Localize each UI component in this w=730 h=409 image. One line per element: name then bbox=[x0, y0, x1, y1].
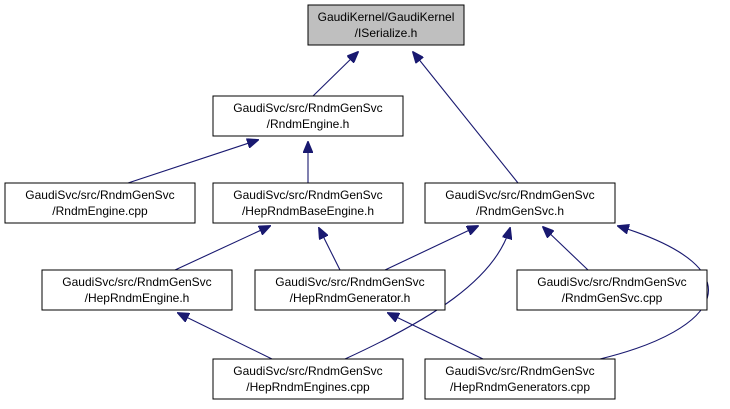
node-box bbox=[307, 4, 465, 46]
edge-rndm-engine-h-to-iserialize bbox=[312, 52, 358, 97]
edge-rndm-gen-svc-h-to-iserialize bbox=[413, 52, 519, 184]
node-box bbox=[212, 95, 404, 137]
node-label-line2: /HepRndmEngine.h bbox=[85, 291, 190, 305]
node-rndm-engine-cpp[interactable]: GaudiSvc/src/RndmGenSvc/RndmEngine.cpp bbox=[4, 182, 196, 224]
node-iserialize: GaudiKernel/GaudiKernel/ISerialize.h bbox=[307, 4, 465, 46]
edge-hep-rndm-generator-h-to-hep-rndm-base-engine-h bbox=[319, 228, 341, 271]
edge-rndm-gen-svc-cpp-to-rndm-gen-svc-h bbox=[543, 227, 589, 271]
node-rndm-gen-svc-h[interactable]: GaudiSvc/src/RndmGenSvc/RndmGenSvc.h bbox=[424, 182, 616, 224]
nodes-layer: GaudiKernel/GaudiKernel/ISerialize.hGaud… bbox=[4, 4, 708, 400]
edge-hep-rndm-generators-cpp-to-hep-rndm-generator-h bbox=[388, 313, 484, 360]
node-label-line1: GaudiSvc/src/RndmGenSvc bbox=[537, 275, 686, 289]
node-label-line2: /HepRndmEngines.cpp bbox=[246, 380, 370, 394]
node-label-line1: GaudiSvc/src/RndmGenSvc bbox=[62, 275, 211, 289]
node-label-line1: GaudiSvc/src/RndmGenSvc bbox=[275, 275, 424, 289]
node-hep-rndm-engines-cpp[interactable]: GaudiSvc/src/RndmGenSvc/HepRndmEngines.c… bbox=[212, 358, 404, 400]
node-label-line2: /RndmGenSvc.cpp bbox=[562, 291, 663, 305]
node-box bbox=[424, 358, 616, 400]
node-label-line1: GaudiSvc/src/RndmGenSvc bbox=[25, 188, 174, 202]
node-hep-rndm-engine-h[interactable]: GaudiSvc/src/RndmGenSvc/HepRndmEngine.h bbox=[41, 269, 233, 311]
node-label-line2: /RndmGenSvc.h bbox=[476, 204, 564, 218]
node-label-line2: /ISerialize.h bbox=[355, 26, 418, 40]
edge-hep-rndm-engine-h-to-hep-rndm-base-engine-h bbox=[174, 226, 270, 271]
node-box bbox=[4, 182, 196, 224]
edge-hep-rndm-generator-h-to-rndm-gen-svc-h bbox=[384, 226, 478, 271]
node-box bbox=[212, 358, 404, 400]
node-box bbox=[516, 269, 708, 311]
edges-layer bbox=[127, 52, 709, 360]
node-label-line1: GaudiSvc/src/RndmGenSvc bbox=[233, 364, 382, 378]
node-label-line2: /HepRndmGenerator.h bbox=[290, 291, 411, 305]
node-label-line2: /HepRndmBaseEngine.h bbox=[242, 204, 374, 218]
node-box bbox=[41, 269, 233, 311]
edge-hep-rndm-engines-cpp-to-hep-rndm-engine-h bbox=[178, 313, 273, 360]
node-rndm-engine-h[interactable]: GaudiSvc/src/RndmGenSvc/RndmEngine.h bbox=[212, 95, 404, 137]
edge-hep-rndm-engines-cpp-to-rndm-gen-svc-h bbox=[344, 228, 510, 360]
node-label-line2: /RndmEngine.cpp bbox=[52, 204, 148, 218]
node-box bbox=[424, 182, 616, 224]
node-hep-rndm-generators-cpp[interactable]: GaudiSvc/src/RndmGenSvc/HepRndmGenerator… bbox=[424, 358, 616, 400]
node-box bbox=[212, 182, 404, 224]
node-label-line1: GaudiSvc/src/RndmGenSvc bbox=[233, 101, 382, 115]
node-label-line1: GaudiSvc/src/RndmGenSvc bbox=[233, 188, 382, 202]
edge-rndm-engine-cpp-to-rndm-engine-h bbox=[127, 140, 258, 184]
node-hep-rndm-base-engine-h[interactable]: GaudiSvc/src/RndmGenSvc/HepRndmBaseEngin… bbox=[212, 182, 404, 224]
node-label-line1: GaudiSvc/src/RndmGenSvc bbox=[445, 364, 594, 378]
node-rndm-gen-svc-cpp[interactable]: GaudiSvc/src/RndmGenSvc/RndmGenSvc.cpp bbox=[516, 269, 708, 311]
node-hep-rndm-generator-h[interactable]: GaudiSvc/src/RndmGenSvc/HepRndmGenerator… bbox=[254, 269, 446, 311]
node-box bbox=[254, 269, 446, 311]
node-label-line2: /RndmEngine.h bbox=[267, 117, 350, 131]
node-label-line1: GaudiKernel/GaudiKernel bbox=[318, 10, 455, 24]
node-label-line1: GaudiSvc/src/RndmGenSvc bbox=[445, 188, 594, 202]
node-label-line2: /HepRndmGenerators.cpp bbox=[450, 380, 590, 394]
